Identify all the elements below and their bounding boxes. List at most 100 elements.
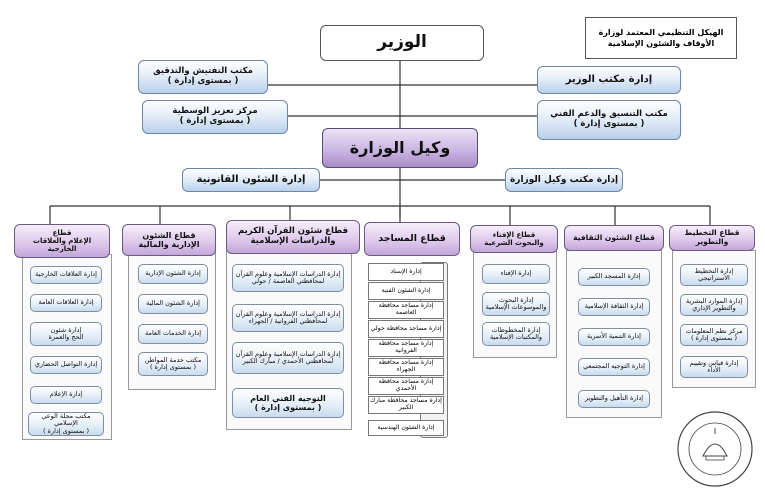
culture-item: إدارة التوجيه المجتمعي (578, 358, 650, 376)
quran-item: التوجيه الفني العام ( بمستوى إدارة ) (232, 388, 344, 418)
media-item-line: الحج والعمرة (48, 333, 84, 341)
quran-item-line: التوجيه الفني العام (250, 393, 326, 403)
chart-title-line1: الهيكل التنظيمي المعتمد لوزارة (598, 27, 724, 37)
ifta-item-line: والموسوعات الإسلامية (485, 303, 547, 311)
mosques-item-label: إدارة مساجد محافظة حولي (370, 324, 442, 332)
minister-label: الوزير (377, 32, 427, 53)
ifta-sector-title: والبحوث الشرعية (484, 239, 544, 247)
ifta-item: إدارة المخطوطات والمكتبات الإسلامية (482, 322, 550, 346)
media-item-line: إدارة شئون (50, 325, 82, 334)
media-item: إدارة التواصل الحضاري (30, 356, 102, 374)
mosques-item-label: إدارة مساجد محافظة العاصمة (378, 302, 434, 316)
moderation-center-box: مركز تعزيز الوسطية ( بمستوى إدارة ) (142, 100, 288, 134)
coordination-office-label: مكتب التنسيق والدعم الفني (550, 109, 668, 120)
mosques-item: إدارة الشئون الهندسية (368, 420, 444, 436)
coordination-office-level: ( بمستوى إدارة ) (573, 119, 645, 129)
admin-item-line: ( بمستوى إدارة ) (149, 363, 197, 371)
media-item: إدارة الإعلام (30, 386, 102, 404)
planning-item: إدارة الموارد البشرية والتطوير الإداري (680, 294, 748, 316)
legal-affairs-box: إدارة الشئون القانونية (182, 168, 320, 192)
media-item-line: إدارة التواصل الحضاري (34, 360, 98, 369)
planning-item: إدارة التخطيط الاستراتيجي (680, 264, 748, 286)
quran-item-line: إدارة الدراسات الإسلامية وعلوم القرآن (235, 269, 341, 278)
legal-affairs-label: إدارة الشئون القانونية (196, 174, 306, 186)
ifta-item-line: إدارة الإفتاء (500, 269, 532, 278)
mosques-item: إدارة مساجد محافظة الأحمدي (368, 377, 444, 395)
culture-sector-box: قطاع الشئون الثقافية (564, 225, 664, 251)
quran-item-line: إدارة الدراسات الإسلامية وعلوم القرآن (235, 349, 341, 358)
undersecretary-office-box: إدارة مكتب وكيل الوزارة (505, 168, 623, 192)
quran-item: إدارة الدراسات الإسلامية وعلوم القرآن لم… (232, 264, 344, 292)
mosques-item-label: إدارة مساجد محافظة الفروانية (378, 340, 434, 354)
quran-item-line: لمحافظتي العاصمة / حولي (251, 277, 325, 285)
media-sector-title: الخارجية (47, 245, 77, 254)
media-panel (22, 254, 112, 440)
planning-item: مركز نظم المعلومات ( بمستوى إدارة ) (680, 324, 748, 346)
mosques-item-label: إدارة الإسناد (390, 267, 422, 275)
culture-item: إدارة التأهيل والتطوير (578, 390, 650, 408)
quran-sector-title: قطاع شئون القرآن الكريم (238, 226, 349, 237)
mosques-item: إدارة مساجد محافظة الفروانية (368, 339, 444, 357)
planning-item-line: مركز نظم المعلومات (685, 326, 743, 335)
ifta-item: إدارة البحوث والموسوعات الإسلامية (482, 292, 550, 316)
ifta-sector-box: قطاع الإفتاء والبحوث الشرعية (470, 225, 558, 253)
inspection-office-level: ( بمستوى إدارة ) (167, 76, 239, 86)
inspection-office-box: مكتب التفتيش والتدقيق ( بمستوى إدارة ) (138, 60, 268, 94)
quran-sector-box: قطاع شئون القرآن الكريم والدراسات الإسلا… (226, 220, 360, 254)
minister-office-label: إدارة مكتب الوزير (565, 74, 653, 86)
planning-sector-box: قطاع التخطيط والتطوير (669, 225, 755, 251)
quran-item-line: لمحافظتي الفروانية / الجهراء (248, 317, 328, 325)
culture-item-line: إدارة الثقافة الإسلامية (584, 302, 644, 311)
planning-item-line: الاستراتيجي (698, 274, 730, 282)
minister-office-box: إدارة مكتب الوزير (537, 66, 681, 94)
undersecretary-box: وكيل الوزارة (322, 128, 478, 168)
media-item-line: ( بمستوى إدارة ) (42, 426, 90, 435)
admin-item-line: مكتب خدمة المواطن (144, 355, 202, 364)
culture-item-line: إدارة المسجد الكبير (587, 272, 641, 281)
media-item: إدارة شئون الحج والعمرة (30, 322, 102, 346)
admin-item-line: إدارة الخدمات العامة (144, 329, 202, 338)
media-sector-title: الإعلام والعلاقات (32, 236, 92, 245)
quran-sector-title: والدراسات الإسلامية (250, 236, 336, 246)
admin-item: إدارة الشئون الإدارية (138, 264, 208, 284)
admin-item: إدارة الشئون المالية (138, 294, 208, 314)
culture-item: إدارة التنمية الأسرية (578, 328, 650, 346)
moderation-center-label: مركز تعزيز الوسطية (172, 106, 258, 117)
admin-sector-box: قطاع الشئون الإدارية والمالية (122, 224, 216, 256)
mosques-item: إدارة مساجد محافظة الجهراء (368, 358, 444, 376)
quran-item-line: إدارة الدراسات الإسلامية وعلوم القرآن (235, 309, 341, 318)
ifta-item-line: إدارة البحوث (498, 295, 534, 304)
ifta-sector-title: قطاع الإفتاء (492, 230, 536, 239)
admin-item-line: إدارة الشئون المالية (146, 299, 200, 308)
mosques-sector-box: قطاع المساجد (364, 222, 460, 256)
planning-item-line: إدارة الموارد البشرية (685, 296, 743, 305)
mosques-item-label: إدارة الشئون الفنية (381, 286, 431, 294)
ifta-item-line: إدارة المخطوطات (491, 325, 541, 334)
quran-item: إدارة الدراسات الإسلامية وعلوم القرآن لم… (232, 342, 344, 374)
planning-item-line: والتطوير الإداري (692, 304, 736, 312)
media-item: إدارة العلاقات الخارجية (30, 266, 102, 284)
mosques-item: إدارة مساجد محافظة حولي (368, 320, 444, 338)
media-item: مكتب مجلة الوعي الإسلامي ( بمستوى إدارة … (28, 412, 104, 436)
mosques-item: إدارة مساجد محافظة العاصمة (368, 301, 444, 319)
inspection-office-label: مكتب التفتيش والتدقيق (153, 66, 253, 77)
mosques-item-label: إدارة مساجد محافظة الأحمدي (378, 378, 434, 392)
ifta-item-line: والمكتبات الإسلامية (489, 333, 543, 341)
coordination-office-box: مكتب التنسيق والدعم الفني ( بمستوى إدارة… (537, 100, 681, 140)
culture-sector-title: قطاع الشئون الثقافية (573, 232, 655, 242)
culture-item: إدارة المسجد الكبير (578, 268, 650, 286)
culture-item-line: إدارة التنمية الأسرية (587, 332, 641, 341)
media-sector-box: قطاع الإعلام والعلاقات الخارجية (14, 224, 110, 258)
mosques-item: إدارة الإسناد (368, 263, 444, 281)
admin-sector-title: الإدارية والمالية (138, 240, 200, 249)
mosques-item-label: إدارة مساجد محافظة الجهراء (378, 359, 434, 373)
ifta-item: إدارة الإفتاء (482, 264, 550, 284)
media-item-line: إدارة العلاقات الخارجية (35, 270, 97, 279)
mosques-item: إدارة الشئون الفنية (368, 282, 444, 300)
planning-sector-title: قطاع التخطيط والتطوير (684, 228, 740, 246)
admin-item: مكتب خدمة المواطن ( بمستوى إدارة ) (138, 352, 208, 376)
media-item-line: إدارة الإعلام (49, 390, 83, 399)
culture-item-line: إدارة التأهيل والتطوير (584, 394, 644, 403)
planning-item-line: ( بمستوى إدارة ) (690, 334, 738, 342)
